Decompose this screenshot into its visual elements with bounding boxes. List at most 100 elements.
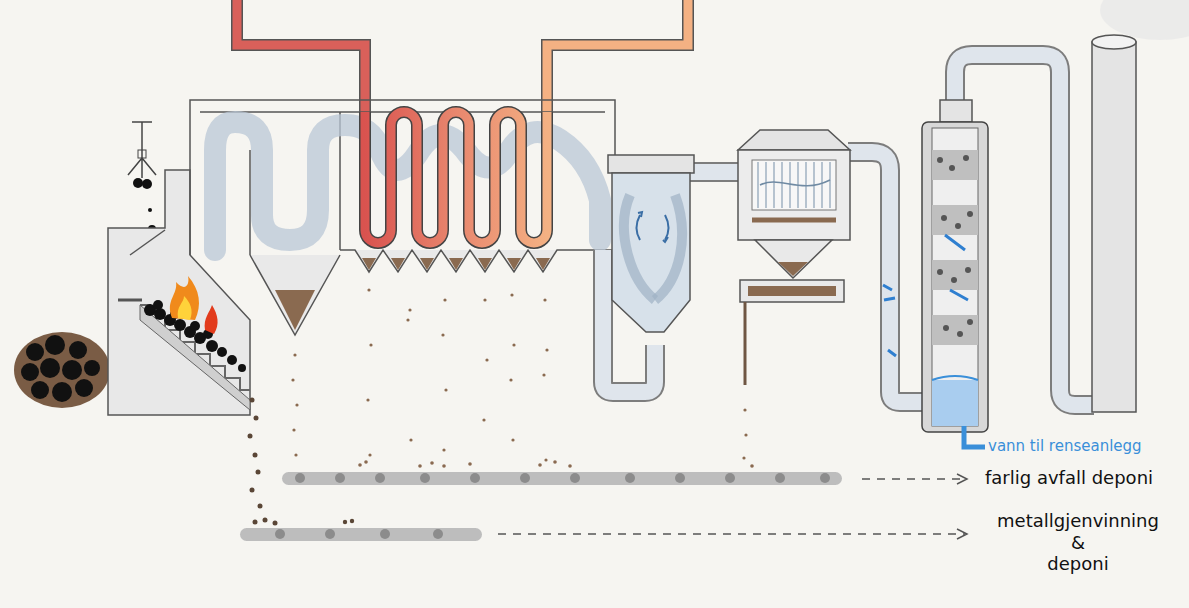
falling-dust bbox=[293, 353, 296, 356]
falling-dust bbox=[742, 456, 745, 459]
boiler-housing bbox=[250, 255, 340, 335]
furnace bbox=[153, 300, 163, 310]
wet-scrubber bbox=[932, 205, 978, 235]
bottom-ash-conveyor bbox=[240, 528, 482, 541]
falling-dust bbox=[442, 448, 445, 451]
wet-scrubber bbox=[963, 155, 969, 161]
falling-dust bbox=[369, 343, 372, 346]
boiler-housing bbox=[249, 150, 251, 255]
fly-ash-conveyor bbox=[625, 473, 635, 483]
furnace bbox=[227, 355, 237, 365]
wet-scrubber bbox=[883, 100, 988, 447]
bag-filter bbox=[760, 180, 830, 186]
bottom-ash bbox=[343, 520, 347, 524]
bag-filter bbox=[765, 162, 766, 208]
bottom-ash bbox=[350, 519, 354, 523]
bottom-ash bbox=[248, 398, 355, 526]
furnace bbox=[178, 296, 192, 320]
boiler-housing bbox=[449, 258, 463, 270]
heat-exchanger-tubes bbox=[365, 112, 547, 243]
cyclone bbox=[608, 155, 694, 332]
fly-ash-conveyor bbox=[295, 473, 305, 483]
furnace bbox=[130, 230, 165, 255]
wet-scrubber bbox=[937, 157, 943, 163]
falling-dust bbox=[553, 460, 557, 464]
bottom-ash bbox=[273, 521, 278, 526]
falling-dust bbox=[544, 458, 547, 461]
wet-scrubber bbox=[932, 128, 978, 426]
fly-ash-conveyor bbox=[520, 473, 530, 483]
bottom-ash-conveyor bbox=[380, 529, 390, 539]
boiler-housing bbox=[340, 250, 615, 272]
bag-filter bbox=[773, 162, 774, 208]
cyclone bbox=[655, 195, 682, 300]
falling-dust bbox=[358, 463, 362, 467]
waste-crane bbox=[138, 150, 146, 158]
falling-dust bbox=[406, 318, 409, 321]
falling-dust bbox=[295, 403, 298, 406]
waste-crane bbox=[148, 208, 152, 212]
cyclone bbox=[608, 155, 694, 173]
bottom-ash-conveyor bbox=[325, 529, 335, 539]
fly-ash-conveyor bbox=[282, 472, 842, 485]
bag-filter bbox=[748, 286, 836, 296]
falling-dust bbox=[430, 461, 434, 465]
falling-dust bbox=[291, 378, 294, 381]
cyclone bbox=[624, 195, 655, 300]
boiler-housing bbox=[507, 258, 521, 270]
furnace bbox=[174, 319, 186, 331]
wet-scrubber bbox=[949, 165, 955, 171]
bottom-ash-conveyor bbox=[275, 529, 443, 539]
falling-dust bbox=[292, 428, 295, 431]
bag-filter bbox=[805, 162, 806, 208]
waste-crane bbox=[128, 158, 156, 178]
bag-filter bbox=[758, 162, 830, 208]
waste-pile bbox=[62, 360, 82, 380]
heat-exchanger-tubes bbox=[365, 112, 547, 243]
waste-pile bbox=[52, 382, 72, 402]
furnace bbox=[140, 305, 250, 410]
falling-dust bbox=[545, 348, 548, 351]
bottom-ash bbox=[250, 398, 255, 403]
bottom-ash bbox=[263, 518, 268, 523]
steam-pipes bbox=[237, 0, 688, 112]
wet-scrubber bbox=[932, 150, 978, 180]
wet-scrubber bbox=[951, 277, 957, 283]
steam-pipes bbox=[547, 0, 688, 112]
bottom-ash bbox=[248, 434, 253, 439]
fly-ash-conveyor bbox=[295, 473, 830, 483]
wet-scrubber bbox=[957, 331, 963, 337]
boiler-housing bbox=[362, 258, 550, 270]
steam-pipes bbox=[547, 0, 688, 112]
falling-dust bbox=[483, 298, 486, 301]
bag-filter bbox=[740, 280, 844, 302]
falling-dust bbox=[511, 438, 514, 441]
boiler-housing bbox=[536, 258, 550, 270]
bottom-ash-conveyor bbox=[433, 529, 443, 539]
waste-crane bbox=[141, 122, 143, 160]
fly-ash-conveyor bbox=[725, 473, 735, 483]
furnace bbox=[154, 308, 166, 320]
falling-dust bbox=[367, 288, 370, 291]
boiler-housing bbox=[362, 258, 376, 270]
falling-dust bbox=[294, 453, 297, 456]
furnace bbox=[170, 276, 199, 320]
bottom-ash-conveyor bbox=[275, 529, 285, 539]
wet-scrubber bbox=[922, 122, 988, 432]
bag-filter bbox=[738, 130, 850, 385]
falling-dust bbox=[364, 460, 368, 464]
waste-pile bbox=[31, 381, 49, 399]
furnace bbox=[217, 347, 227, 357]
furnace bbox=[190, 321, 200, 331]
bottom-ash bbox=[253, 520, 258, 525]
waste-pile bbox=[45, 335, 65, 355]
wet-scrubber bbox=[932, 315, 978, 345]
falling-dust bbox=[744, 433, 747, 436]
fly-ash-conveyor bbox=[775, 473, 785, 483]
falling-dust bbox=[482, 418, 485, 421]
falling-dust bbox=[443, 298, 446, 301]
heat-exchanger-tubes bbox=[365, 112, 547, 243]
falling-dust bbox=[409, 438, 412, 441]
fly-ash-conveyor bbox=[820, 473, 830, 483]
steam-pipes bbox=[237, 0, 365, 112]
